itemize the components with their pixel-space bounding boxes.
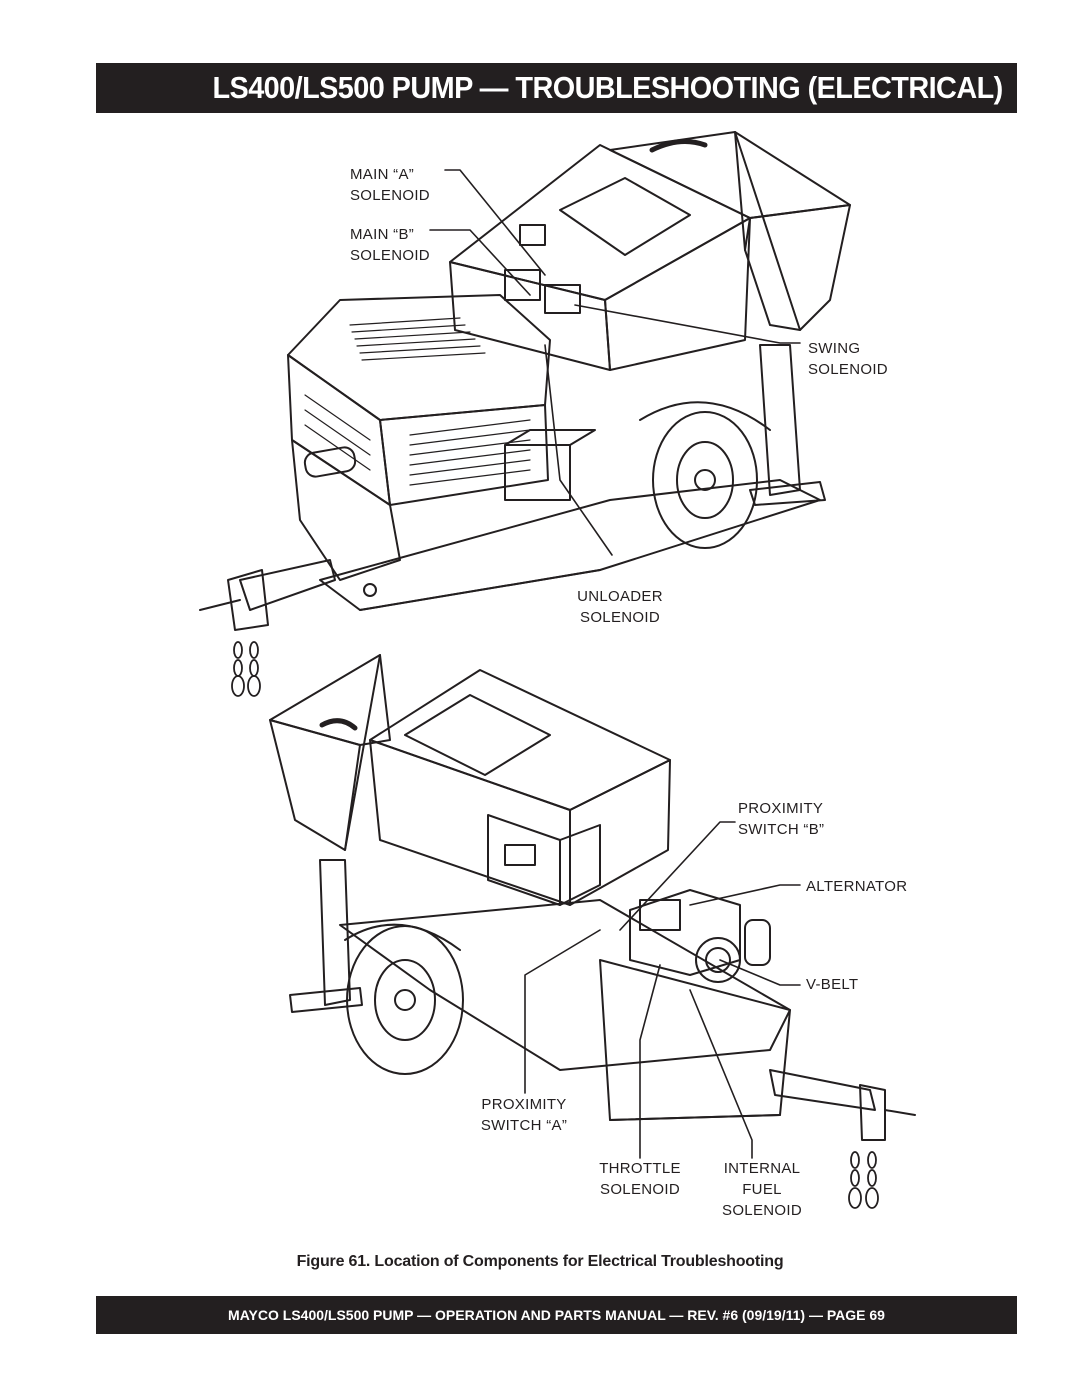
callout-main-a-solenoid: MAIN “A” SOLENOID (350, 166, 430, 204)
callout-swing-solenoid: SWING SOLENOID (808, 340, 888, 378)
callout-proximity-switch-b: PROXIMITY SWITCH “B” (738, 800, 825, 838)
bottom-leader-lines (524, 821, 801, 1159)
figure-caption: Figure 61. Location of Components for El… (296, 1253, 784, 1270)
top-pump-drawing (199, 131, 851, 697)
pump-illustration (199, 131, 916, 1209)
callout-throttle-solenoid: THROTTLE SOLENOID (599, 1160, 681, 1198)
page-title: LS400/LS500 PUMP — TROUBLESHOOTING (ELEC… (212, 70, 1004, 105)
figure-area: MAIN “A” SOLENOID MAIN “B” SOLENOID SWIN… (0, 120, 1080, 1235)
callout-proximity-switch-a: PROXIMITY SWITCH “A” (480, 1096, 568, 1134)
footer-text: MAYCO LS400/LS500 PUMP — OPERATION AND P… (228, 1307, 885, 1323)
callout-v-belt: V-BELT (806, 976, 859, 993)
callout-internal-fuel-solenoid: INTERNAL FUEL SOLENOID (722, 1160, 802, 1219)
footer-bar: MAYCO LS400/LS500 PUMP — OPERATION AND P… (96, 1296, 1017, 1334)
callout-unloader-solenoid: UNLOADER SOLENOID (577, 588, 663, 626)
bottom-pump-drawing (269, 654, 916, 1209)
title-bar: LS400/LS500 PUMP — TROUBLESHOOTING (ELEC… (96, 63, 1017, 113)
callout-alternator: ALTERNATOR (806, 878, 908, 895)
top-leader-lines (429, 169, 801, 556)
callout-main-b-solenoid: MAIN “B” SOLENOID (350, 226, 430, 264)
